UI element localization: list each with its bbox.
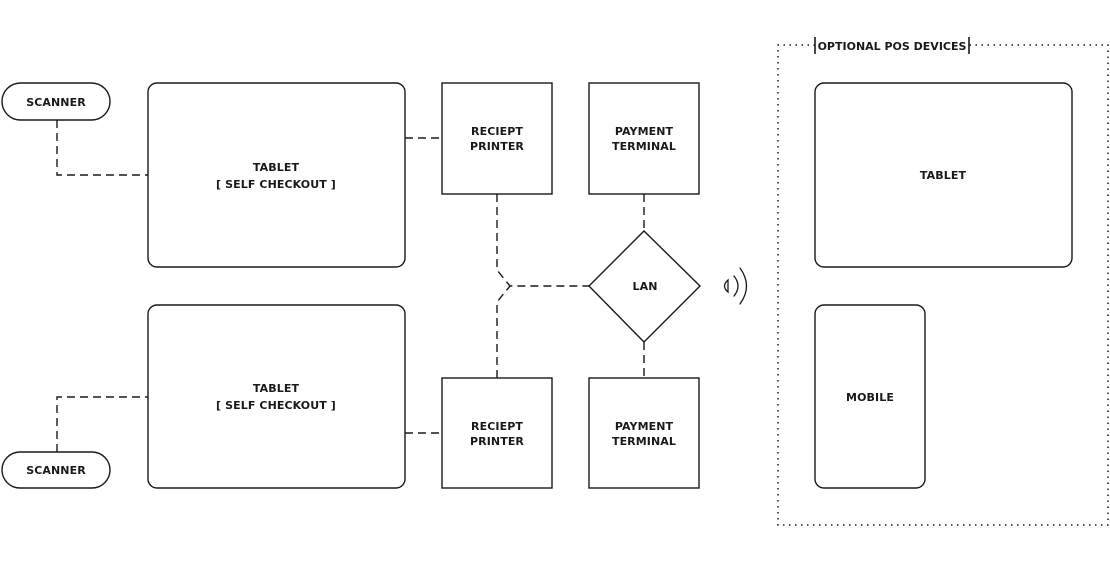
wifi-signal-icon [723,267,748,305]
optional-mobile-shape [814,304,926,489]
payment-top-shape [588,82,700,195]
optional-tablet-node: TABLET [814,82,1073,268]
optional-group-border [777,44,1109,526]
lan-node: LAN [588,230,701,343]
scanner-bottom-label: SCANNER [26,464,86,477]
printer-bottom-label-line1: RECIEPT [471,420,523,433]
optional-mobile-node: MOBILE [814,304,926,489]
lan-label: LAN [632,280,657,293]
printer-top-node: RECIEPT PRINTER [441,82,553,195]
tablet-top-label-line1: TABLET [253,161,300,174]
payment-top-label-line1: PAYMENT [615,125,674,138]
tablet-bottom-shape [147,304,406,489]
printer-bottom-node: RECIEPT PRINTER [441,377,553,489]
payment-top-node: PAYMENT TERMINAL [588,82,700,195]
printer-top-label-line2: PRINTER [470,140,524,153]
printer-bottom-label-line2: PRINTER [470,435,524,448]
printer-top-shape [441,82,553,195]
tablet-top-label-line2: [ SELF CHECKOUT ] [216,178,336,191]
connectors [56,120,645,452]
tablet-bottom-label-line1: TABLET [253,382,300,395]
printer-top-label-line1: RECIEPT [471,125,523,138]
scanner-top-label: SCANNER [26,96,86,109]
optional-pos-devices-group: OPTIONAL POS DEVICES TABLET MOBILE [777,37,1109,526]
tablet-top-shape [147,82,406,268]
scanner-top-node: SCANNER [1,82,111,121]
connector-printer-bottom-to-lan [496,285,511,378]
connector-scanner-bottom-to-tablet-bottom [56,396,148,452]
scanner-bottom-shape [1,451,111,489]
scanner-top-shape [1,82,111,121]
printer-bottom-shape [441,377,553,489]
payment-bottom-label-line1: PAYMENT [615,420,674,433]
payment-bottom-node: PAYMENT TERMINAL [588,377,700,489]
connector-scanner-top-to-tablet-top [56,120,148,176]
optional-group-title: OPTIONAL POS DEVICES [818,40,967,53]
tablet-bottom-label-line2: [ SELF CHECKOUT ] [216,399,336,412]
payment-bottom-label-line2: TERMINAL [612,435,676,448]
tablet-top-node: TABLET [ SELF CHECKOUT ] [147,82,406,268]
tablet-bottom-node: TABLET [ SELF CHECKOUT ] [147,304,406,489]
optional-mobile-label: MOBILE [846,391,894,404]
lan-shape [588,230,701,343]
connector-printer-top-to-lan [496,194,590,287]
scanner-bottom-node: SCANNER [1,451,111,489]
payment-top-label-line2: TERMINAL [612,140,676,153]
optional-tablet-shape [814,82,1073,268]
payment-bottom-shape [588,377,700,489]
optional-tablet-label: TABLET [920,169,967,182]
